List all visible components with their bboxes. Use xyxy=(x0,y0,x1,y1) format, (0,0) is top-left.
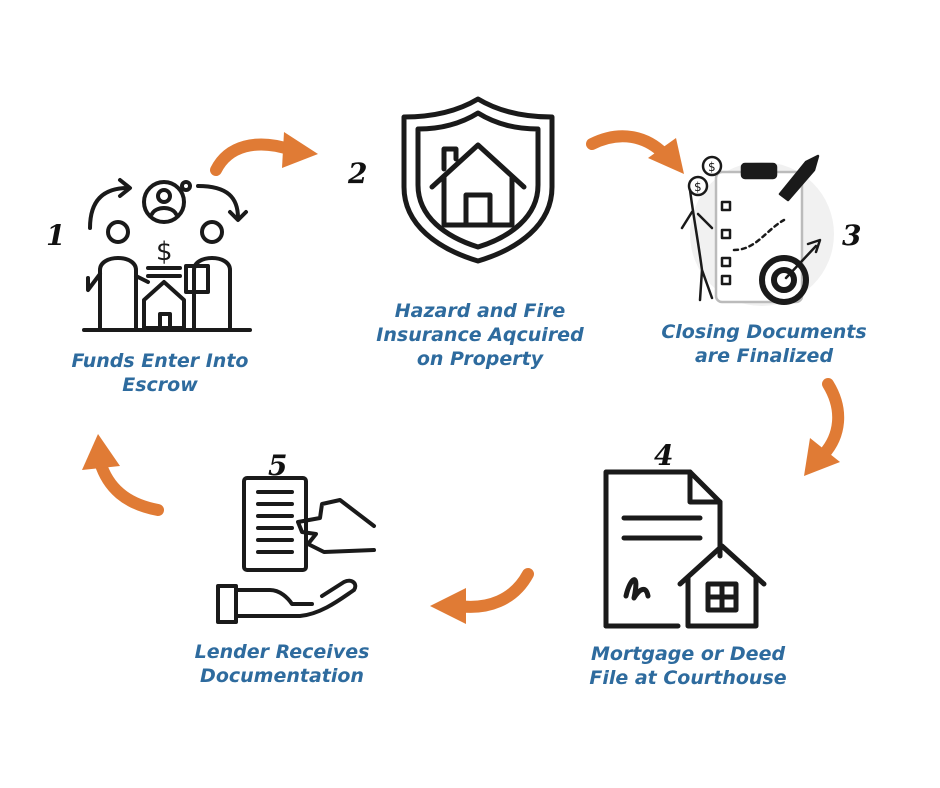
step-3-caption: Closing Documents are Finalized xyxy=(636,320,892,368)
svg-text:$: $ xyxy=(694,180,702,194)
step-1-number: 1 xyxy=(46,219,66,252)
step-4-caption: Mortgage or Deed File at Courthouse xyxy=(566,642,810,690)
step-2-line-2: Insurance Aqcuired xyxy=(376,324,584,346)
step-5-line-2: Documentation xyxy=(200,665,364,687)
step-4-line-2: File at Courthouse xyxy=(589,667,787,689)
svg-text:$: $ xyxy=(156,237,173,267)
escrow-people-icon: $ xyxy=(82,178,252,332)
step-1-line-2: Escrow xyxy=(122,374,198,396)
step-4-line-1: Mortgage or Deed xyxy=(590,643,786,665)
house-shield-icon xyxy=(401,96,555,264)
step-5-line-1: Lender Receives xyxy=(194,641,370,663)
step-1-caption: Funds Enter Into Escrow xyxy=(40,349,280,397)
arrow-step-4-to-5 xyxy=(430,568,534,624)
step-2-line-3: on Property xyxy=(416,348,544,370)
step-4-number: 4 xyxy=(654,439,674,472)
step-3-number: 3 xyxy=(842,219,862,252)
svg-text:$: $ xyxy=(708,160,716,174)
step-2-caption: Hazard and Fire Insurance Aqcuired on Pr… xyxy=(348,299,612,371)
step-2-number: 2 xyxy=(348,157,368,190)
closing-checklist-icon: $ $ xyxy=(680,154,834,306)
arrow-step-5-to-1 xyxy=(82,434,164,516)
step-3-line-2: are Finalized xyxy=(694,345,834,367)
step-5-caption: Lender Receives Documentation xyxy=(164,640,400,688)
arrow-step-1-to-2 xyxy=(210,132,318,176)
step-5-number: 5 xyxy=(268,449,288,482)
document-handoff-icon xyxy=(216,476,376,624)
arrow-step-3-to-4 xyxy=(804,378,845,476)
deed-house-icon xyxy=(603,469,767,629)
step-1-line-1: Funds Enter Into xyxy=(71,350,249,372)
arrow-step-2-to-3 xyxy=(586,130,684,174)
step-2-line-1: Hazard and Fire xyxy=(394,300,566,322)
step-3-line-1: Closing Documents xyxy=(661,321,867,343)
